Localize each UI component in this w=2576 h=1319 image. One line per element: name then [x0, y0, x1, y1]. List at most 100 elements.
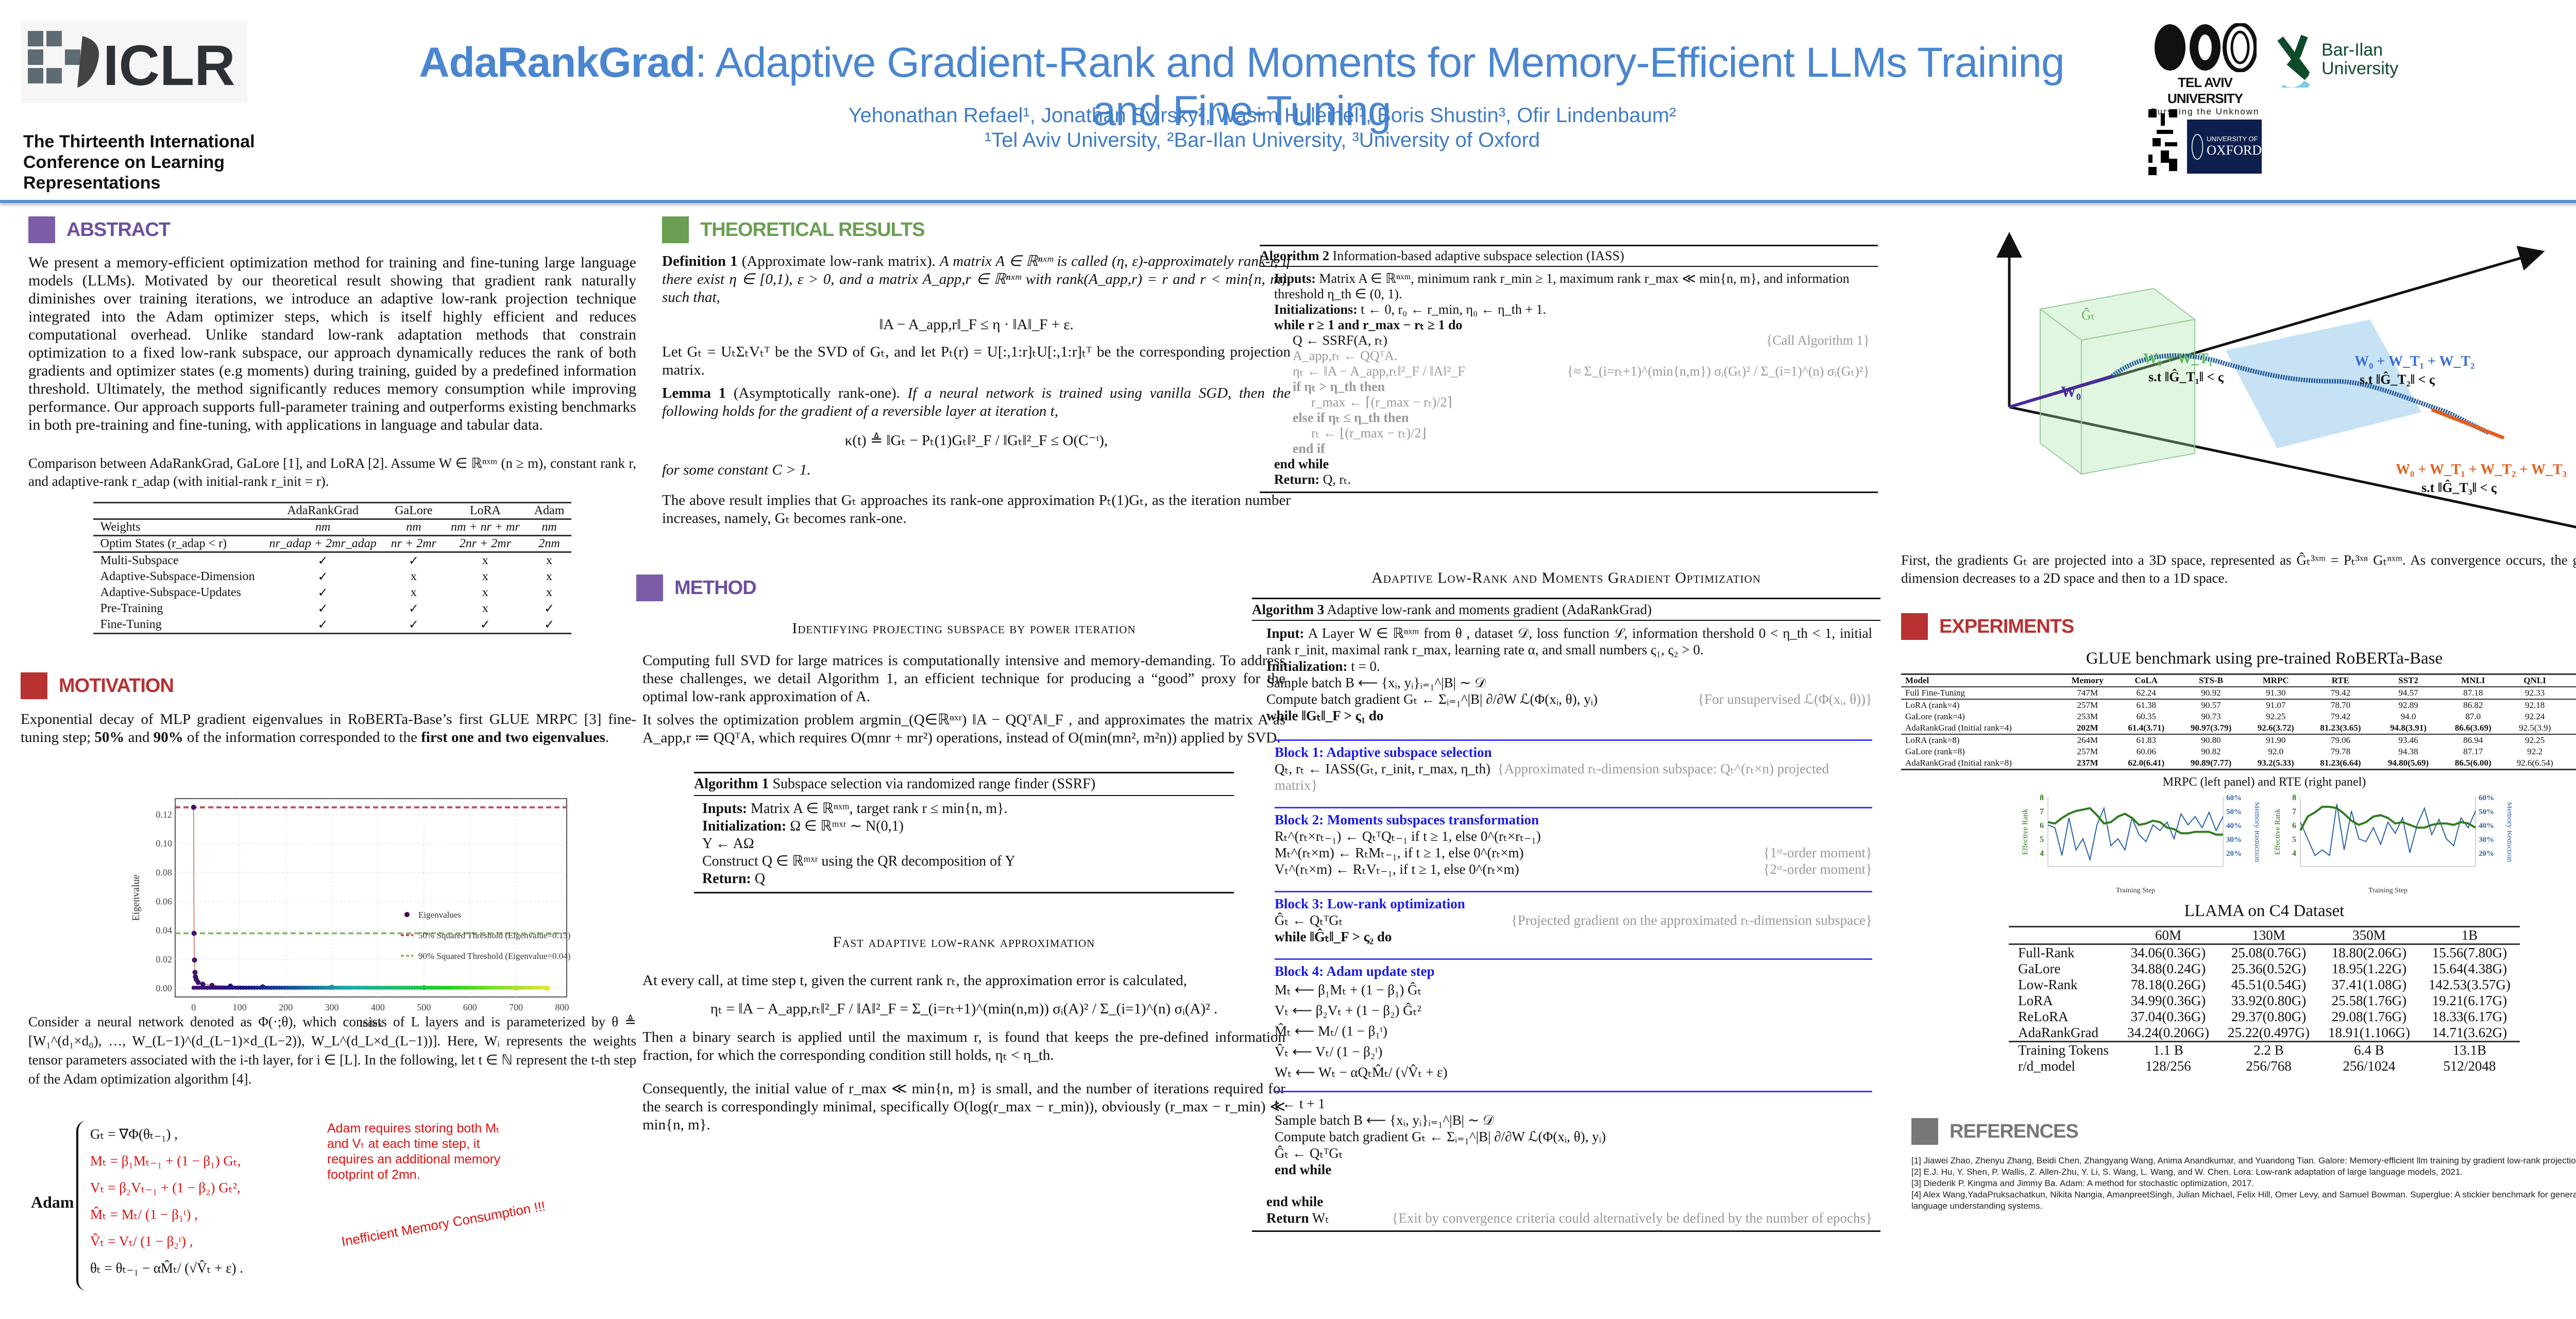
lemma-equation: κ(t) ≜ ‖Gₜ − Pₜ(1)Gₜ‖²_F / ‖Gₜ‖²_F ≤ O(C…	[844, 432, 1108, 449]
y2-tick-label: 20%	[2226, 850, 2242, 858]
table-cell: ✓	[317, 586, 328, 600]
memory-warning: Inefficient Memory Consumption !!!	[340, 1198, 547, 1249]
reference-item: [2] E.J. Hu, Y. Shen, P. Wallis, Z. Alle…	[1911, 1167, 2463, 1177]
x-axis-label: Index	[359, 1018, 383, 1029]
table-cell: 264M	[2077, 735, 2098, 745]
table-cell: 92.6(6.54)	[2516, 758, 2553, 768]
biu-logo: Bar-Ilan University	[2276, 31, 2398, 88]
experiments-heading: EXPERIMENTS	[1901, 613, 2576, 640]
alg-keyword: Inputs:	[702, 801, 748, 817]
table-header: QQP	[2566, 674, 2576, 687]
table-cell: 94.0	[2400, 712, 2416, 721]
reference-item: [4] Alex Wang,YadaPruksachatkun, Nikita …	[1911, 1190, 2576, 1211]
alg-label: Algorithm 1	[694, 776, 769, 792]
table-cell: 13.1B	[2452, 1042, 2487, 1058]
alg-line: Rₜ^(rₜ×rₜ₋₁) ← QₜᵀQₜ₋₁ if t ≥ 1, else 0^…	[1275, 828, 1541, 844]
lemma-label: Lemma 1	[662, 385, 726, 401]
table-cell: 34.06(0.36G)	[2130, 945, 2206, 960]
alg-line: Y ← AΩ	[702, 835, 1226, 853]
legend-marker	[404, 912, 410, 917]
table-cell: 15.56(7.80G)	[2432, 945, 2507, 960]
comparison-text: Comparison between AdaRankGrad, GaLore […	[28, 455, 636, 489]
table-cell: 202M	[2077, 723, 2098, 733]
experiments-heading-text: EXPERIMENTS	[1939, 615, 2074, 637]
label-c1: s.t ‖Ĝ_T₁‖ < ς	[2148, 369, 2224, 384]
y-tick-label: 8	[2040, 793, 2044, 802]
alg-text: Q, rₜ.	[1319, 472, 1351, 487]
table-cell: 61.4(3.71)	[2128, 723, 2165, 733]
label-c3: s.t ‖Ĝ_T₃‖ < ς	[2421, 480, 2497, 495]
table-cell: 81.23(6.64)	[2320, 758, 2361, 768]
table-cell: 45.51(0.54G)	[2231, 977, 2307, 992]
section-marker-icon	[1911, 1118, 1938, 1145]
caption-bold: 90%	[153, 729, 183, 746]
authors: Yehonathan Refael¹, Jonathan Svirsky², W…	[848, 104, 1676, 127]
block-3: Block 3: Low-rank optimization Ĝₜ ← QₜᵀG…	[1275, 891, 1872, 945]
motivation-heading-text: MOTIVATION	[59, 674, 174, 697]
alg-line: Vₜ^(rₜ×m) ← RₜVₜ₋₁, if t ≥ 1, else 0^(rₜ…	[1275, 861, 1872, 877]
alg-line: Compute batch gradient Gₜ ← Σᵢ₌₁^|B| ∂/∂…	[1266, 691, 1872, 707]
method-heading: METHOD	[636, 574, 1285, 601]
x-tick-label: 800	[555, 1002, 569, 1012]
tau-logo: TEL AVIV UNIVERSITY Pursuing the Unknown	[2143, 22, 2267, 117]
table-row: Fine-Tuning✓✓✓✓	[93, 617, 572, 634]
alg-line: Inputs: Matrix A ∈ ℝⁿˣᵐ, minimum rank r_…	[1274, 271, 1870, 302]
legend-label: 50% Squared Threshold (Eigenvalue=0.13)	[418, 931, 570, 940]
alg-line: Qₜ, rₜ ← IASS(Gₜ, r_init, r_max, η_th) {…	[1275, 760, 1872, 793]
table-cell: 86.5(6.00)	[2454, 758, 2492, 768]
table-cell: 78.18(0.26G)	[2130, 977, 2206, 992]
table-cell: 92.25	[2524, 735, 2545, 745]
alg-keyword: Initializations:	[1274, 302, 1358, 317]
y2-tick-label: 40%	[2226, 822, 2242, 830]
table-cell: 747M	[2077, 688, 2098, 698]
table-cell: ✓	[408, 554, 419, 568]
motivation-heading: MOTIVATION	[21, 672, 636, 699]
table-cell: 256/768	[2246, 1058, 2292, 1074]
method-heading-text: METHOD	[674, 577, 757, 599]
alg-line: Q ← SSRF(A, rₜ){Call Algorithm 1}	[1274, 333, 1870, 348]
y2-tick-label: 60%	[2226, 794, 2242, 802]
y-tick-label: 5	[2040, 835, 2044, 844]
alg-line: Vₜ ⟵ β₂Vₜ + (1 − β₂) Ĝₜ²	[1275, 1003, 1421, 1018]
table-cell: Pre-Training	[100, 602, 163, 615]
y-tick-label: 4	[2292, 849, 2296, 858]
table-header: 60M	[2155, 927, 2181, 943]
table-cell: 94.80(5.69)	[2387, 758, 2429, 768]
reference-item: [3] Diederik P. Kingma and Jimmy Ba. Ada…	[1911, 1178, 2254, 1188]
table-cell: Optim States (r_adap < r)	[100, 537, 227, 550]
method-paragraph-1: Computing full SVD for large matrices is…	[642, 652, 1285, 705]
table-cell: 37.41(1.08G)	[2331, 977, 2407, 992]
alg-line: end while	[1275, 1162, 1332, 1177]
alg-comment: {For unsupervised ℒ(Φ(xᵢ, θ))}	[1698, 691, 1872, 707]
table-cell: ✓	[317, 570, 328, 584]
alg-line: M̂ₜ ⟵ Mₜ/ (1 − β₁ᵗ)	[1275, 1023, 1387, 1039]
poster-title: AdaRankGrad: Adaptive Gradient-Rank and …	[392, 39, 2092, 136]
y2-tick-label: 60%	[2479, 794, 2494, 802]
alg-text: A Layer W ∈ ℝⁿˣᵐ from θ , dataset 𝒟, los…	[1266, 625, 1872, 657]
qr-code[interactable]	[2148, 109, 2177, 178]
table-cell: nr_adap + 2mr_adap	[269, 537, 377, 550]
table-cell: 91.22	[2566, 734, 2576, 746]
table-cell: nm	[406, 520, 421, 534]
table-cell: 92.25	[2266, 712, 2286, 721]
table-cell: 90.73	[2201, 712, 2221, 721]
conference-name: The Thirteenth International Conference …	[23, 132, 255, 193]
table-cell: 79.42	[2330, 712, 2351, 721]
table-cell: 15.64(4.38G)	[2432, 961, 2507, 976]
table-cell: 18.33(6.17G)	[2432, 1009, 2507, 1024]
table-cell: ✓	[317, 618, 328, 632]
table-cell: 87.17	[2463, 747, 2483, 756]
data-point	[545, 986, 550, 990]
section-marker-icon	[28, 216, 55, 243]
table-header: AdaRankGrad	[287, 504, 359, 517]
